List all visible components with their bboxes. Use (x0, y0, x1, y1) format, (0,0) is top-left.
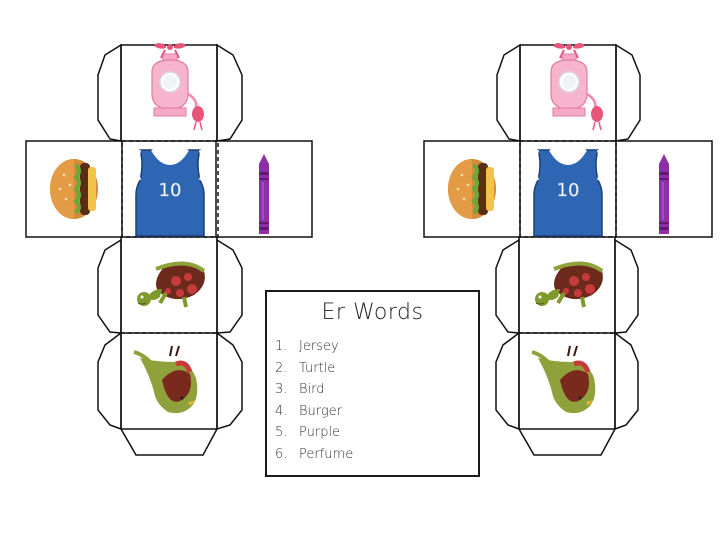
list-item: 2. Turtle (275, 358, 353, 380)
jersey-number: 10 (557, 180, 580, 201)
perfume-icon (549, 41, 605, 132)
item-word: Jersey (299, 339, 339, 355)
list-item: 5. Purple (275, 422, 353, 444)
item-word: Bird (299, 382, 325, 398)
item-number: 4. (275, 403, 288, 419)
word-list: 1. Jersey 2. Turtle 3. Bird 4. Burger 5. Purp… (275, 336, 353, 465)
turtle-icon (135, 260, 207, 309)
bird-icon (134, 346, 197, 413)
item-word: Purple (299, 425, 341, 441)
jersey-icon: 10 (533, 149, 603, 237)
burger-icon (446, 157, 498, 221)
crayon-icon (659, 154, 669, 234)
item-word: Turtle (299, 360, 336, 376)
word-card-title: Er Words (321, 300, 424, 325)
burger-icon (48, 157, 100, 221)
word-card: Er Words 1. Jersey 2. Turtle 3. Bird 4. Burg… (265, 290, 480, 477)
list-item: 4. Burger (275, 401, 353, 423)
perfume-icon (150, 41, 206, 132)
bird-icon (532, 346, 595, 413)
item-number: 1. (275, 339, 288, 355)
list-item: 1. Jersey (275, 336, 353, 358)
jersey-number: 10 (159, 180, 182, 201)
jersey-icon: 10 (135, 149, 205, 237)
item-number: 2. (275, 360, 288, 376)
turtle-icon (533, 260, 605, 309)
item-number: 5. (275, 425, 288, 441)
cube-net-left (25, 43, 313, 456)
item-number: 6. (275, 446, 288, 462)
item-word: Perfume (299, 446, 354, 462)
list-item: 6. Perfume (275, 444, 353, 466)
item-number: 3. (275, 382, 288, 398)
item-word: Burger (299, 403, 343, 419)
crayon-icon (259, 154, 269, 234)
list-item: 3. Bird (275, 379, 353, 401)
